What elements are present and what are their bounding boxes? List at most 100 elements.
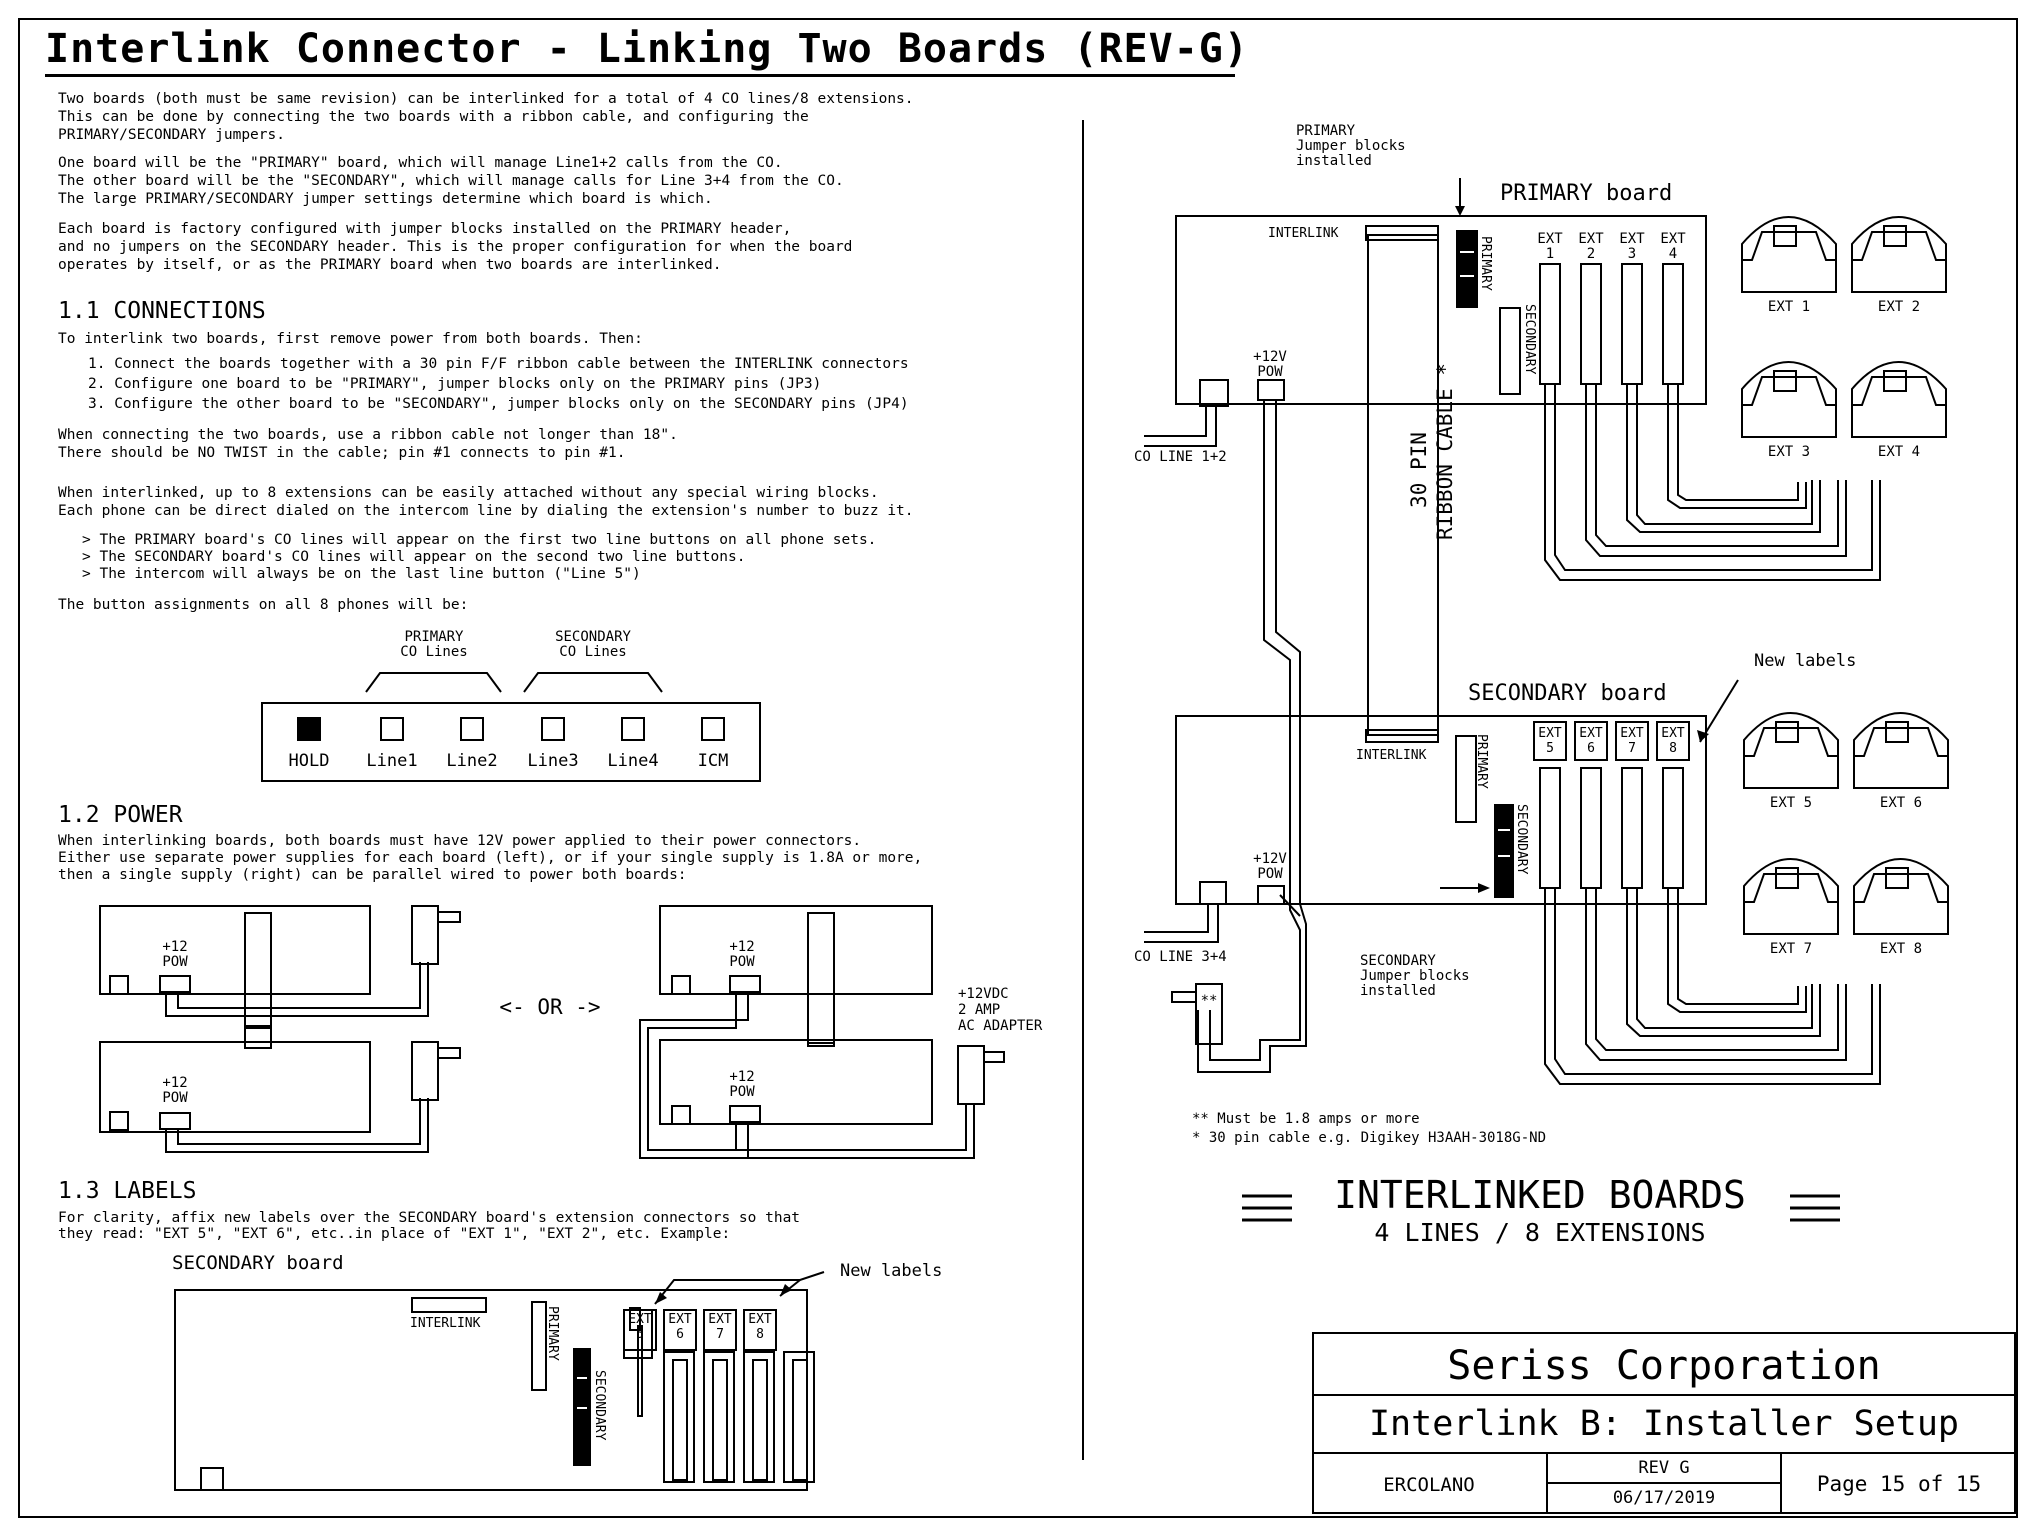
- button-assignment-panel: [261, 702, 761, 782]
- section-power-heading: 1.2 POWER: [58, 802, 183, 828]
- title-block-rule: [1312, 1452, 2016, 1454]
- document-title: Interlink B: Installer Setup: [1368, 1404, 1959, 1444]
- title-block-rule: [1546, 1482, 1780, 1484]
- co-line-34-label: CO LINE 3+4: [1134, 949, 1227, 965]
- phone-label: EXT 8: [1879, 941, 1923, 957]
- primary-bracket: [365, 672, 502, 693]
- line3-button: [541, 717, 565, 741]
- secondary-label: SECONDARY: [1514, 804, 1529, 875]
- secondary-label: SECONDARY: [592, 1370, 607, 1441]
- new-labels-text: New labels: [840, 1261, 943, 1281]
- interlink-label: INTERLINK: [1268, 226, 1339, 241]
- hold-button: [297, 717, 321, 741]
- labels-paragraph: For clarity, affix new labels over the S…: [58, 1210, 801, 1242]
- date: 06/17/2019: [1612, 1488, 1716, 1508]
- primary-label: PRIMARY: [1478, 236, 1493, 291]
- footnotes: ** Must be 1.8 amps or more* 30 pin cabl…: [1192, 1111, 1547, 1146]
- section-connections-heading: 1.1 CONNECTIONS: [58, 298, 266, 324]
- primary-label: PRIMARY: [1474, 734, 1489, 789]
- secondary-label: SECONDARY: [1522, 304, 1537, 375]
- phone-label: EXT 1: [1767, 299, 1811, 315]
- interlink-label: INTERLINK: [1356, 748, 1427, 763]
- button-label: ICM: [697, 751, 729, 771]
- column-divider: [1082, 120, 1084, 1460]
- primary-board: [1175, 215, 1707, 405]
- phones-primary: [1741, 216, 1949, 935]
- power-paragraph: When interlinking boards, both boards mu…: [58, 833, 923, 883]
- title-block-rule: [1780, 1452, 1782, 1514]
- primary-board-title: PRIMARY board: [1500, 181, 1673, 206]
- secondary-board: [1175, 715, 1707, 905]
- title-block-rule: [1312, 1394, 2016, 1396]
- phone-label: EXT 6: [1879, 795, 1923, 811]
- button-label: Line4: [607, 751, 659, 771]
- intro-paragraph: Two boards (both must be same revision) …: [58, 91, 914, 143]
- assign-text: The button assignments on all 8 phones w…: [58, 597, 469, 613]
- page-number: Page 15 of 15: [1816, 1472, 1982, 1496]
- extensions-paragraph: When interlinked, up to 8 extensions can…: [58, 485, 914, 519]
- page-border: [18, 18, 2018, 1518]
- new-labels-text: New labels: [1754, 651, 1857, 671]
- section-labels-heading: 1.3 LABELS: [58, 1178, 197, 1204]
- button-label: Line2: [446, 751, 498, 771]
- button-label: Line1: [366, 751, 418, 771]
- line4-button: [621, 717, 645, 741]
- phone-label: EXT 3: [1767, 444, 1811, 460]
- line1-button: [380, 717, 404, 741]
- button-label: Line3: [527, 751, 579, 771]
- co-line-12-label: CO LINE 1+2: [1134, 449, 1227, 465]
- line2-button: [460, 717, 484, 741]
- banner-title: INTERLINKED BOARDS: [1334, 1173, 1746, 1217]
- power-right-board-top: [659, 905, 933, 995]
- labels-board-title: SECONDARY board: [172, 1252, 344, 1274]
- ribbon-cable: [1367, 234, 1439, 736]
- phone-label: EXT 4: [1877, 444, 1921, 460]
- power-left-board-top: [99, 905, 371, 995]
- icm-button: [701, 717, 725, 741]
- line-bullets: > The PRIMARY board's CO lines will appe…: [82, 532, 877, 582]
- page-title: Interlink Connector - Linking Two Boards…: [45, 26, 1248, 77]
- connections-lead: To interlink two boards, first remove po…: [58, 331, 643, 347]
- author: ERCOLANO: [1383, 1474, 1475, 1496]
- interlink-label: INTERLINK: [410, 1316, 481, 1331]
- power-left-board-bottom: [99, 1041, 371, 1133]
- roles-paragraph: One board will be the "PRIMARY" board, w…: [58, 155, 844, 207]
- secondary-bracket: [523, 672, 663, 693]
- secondary-board-title: SECONDARY board: [1468, 681, 1667, 706]
- button-label: HOLD: [288, 751, 330, 771]
- title-block: [1312, 1332, 2016, 1514]
- phone-label: EXT 7: [1769, 941, 1813, 957]
- banner-subtitle: 4 LINES / 8 EXTENSIONS: [1374, 1218, 1706, 1247]
- company-name: Seriss Corporation: [1447, 1343, 1881, 1389]
- phone-label: EXT 5: [1769, 795, 1813, 811]
- adapter-right: [1195, 983, 1223, 1045]
- factory-paragraph: Each board is factory configured with ju…: [58, 221, 853, 273]
- cable-paragraph: When connecting the two boards, use a ri…: [58, 427, 678, 461]
- adapter-mark: **: [1200, 993, 1218, 1009]
